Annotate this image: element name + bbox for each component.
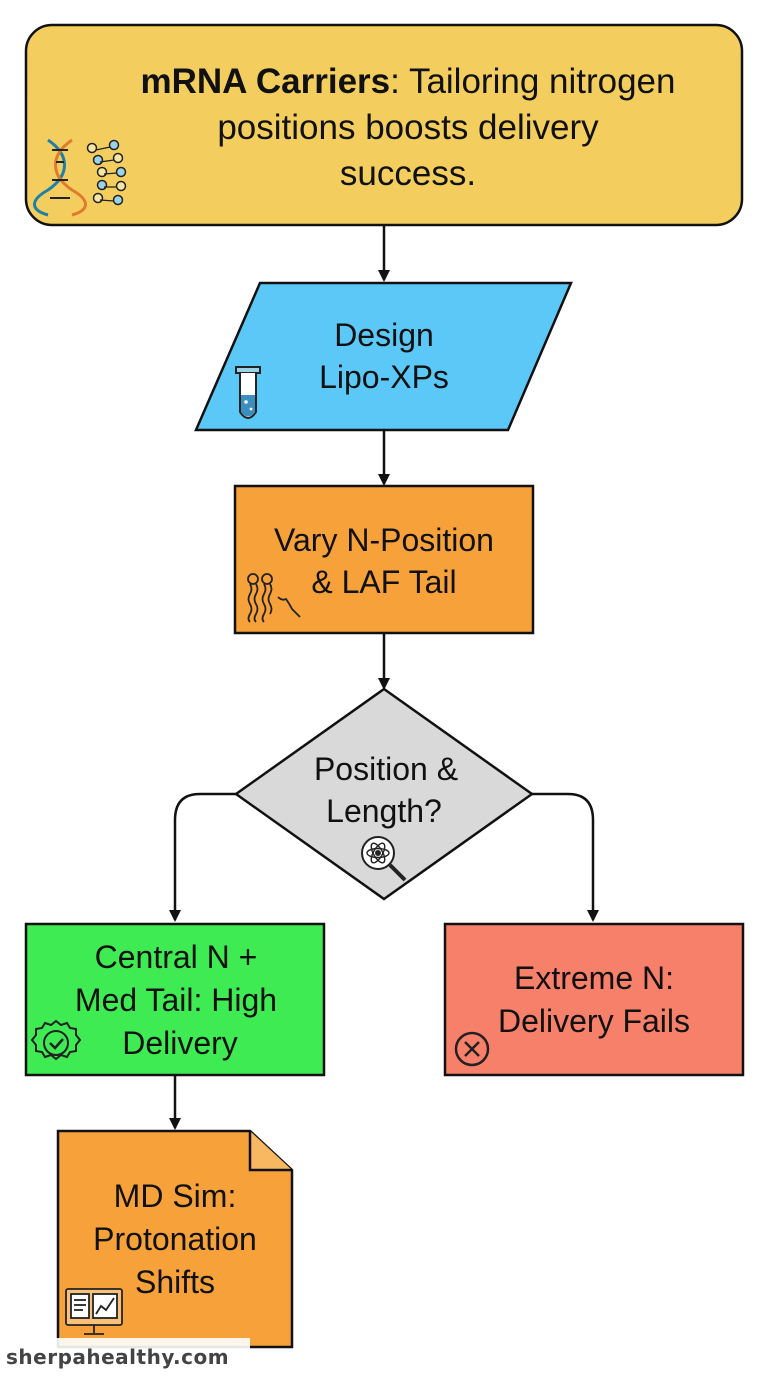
extreme-line-2: Delivery Fails (498, 1003, 690, 1039)
dna-membrane-icon (33, 138, 127, 217)
title-line-1: mRNA Carriers: Tailoring nitrogen (140, 62, 675, 101)
check-badge-icon (30, 1019, 82, 1061)
decision-node: Position & Length? (233, 687, 535, 901)
watermark-text: sherpahealthy.com (0, 1338, 250, 1376)
lipid-tails-icon (247, 573, 301, 623)
title-rest-text: : Tailoring nitrogen (390, 62, 675, 101)
vary-line-2: & LAF Tail (311, 564, 456, 600)
md-line-1: MD Sim: (114, 1178, 237, 1214)
test-tube-icon (235, 366, 261, 419)
title-box: mRNA Carriers: Tailoring nitrogen positi… (24, 23, 744, 227)
arrow-decision-to-central (169, 792, 236, 922)
vary-line-1: Vary N-Position (274, 522, 494, 558)
atom-magnifier-icon (361, 836, 407, 882)
central-node: Central N + Med Tail: High Delivery (24, 922, 326, 1077)
design-line-2: Lipo-XPs (319, 359, 449, 395)
md-line-2: Protonation (93, 1221, 257, 1257)
central-line-1: Central N + (95, 939, 258, 975)
extreme-line-1: Extreme N: (514, 960, 674, 996)
title-line-2: positions boosts delivery (217, 108, 599, 147)
vary-node: Vary N-Position & LAF Tail (233, 484, 535, 635)
x-circle-icon (454, 1031, 490, 1067)
monitor-chart-icon (65, 1288, 123, 1335)
title-line-3: success. (340, 154, 476, 193)
central-line-3: Delivery (122, 1025, 238, 1061)
md-line-3: Shifts (135, 1264, 215, 1300)
design-node: Design Lipo-XPs (194, 281, 573, 432)
connectors (169, 225, 599, 1130)
md-node: MD Sim: Protonation Shifts (56, 1129, 294, 1349)
arrow-decision-to-extreme (532, 792, 599, 922)
decision-line-2: Length? (326, 793, 442, 829)
central-line-2: Med Tail: High (75, 982, 277, 1018)
title-bold-text: mRNA Carriers (140, 62, 390, 101)
decision-line-1: Position & (314, 751, 458, 787)
extreme-node: Extreme N: Delivery Fails (443, 922, 745, 1077)
design-line-1: Design (334, 317, 434, 353)
